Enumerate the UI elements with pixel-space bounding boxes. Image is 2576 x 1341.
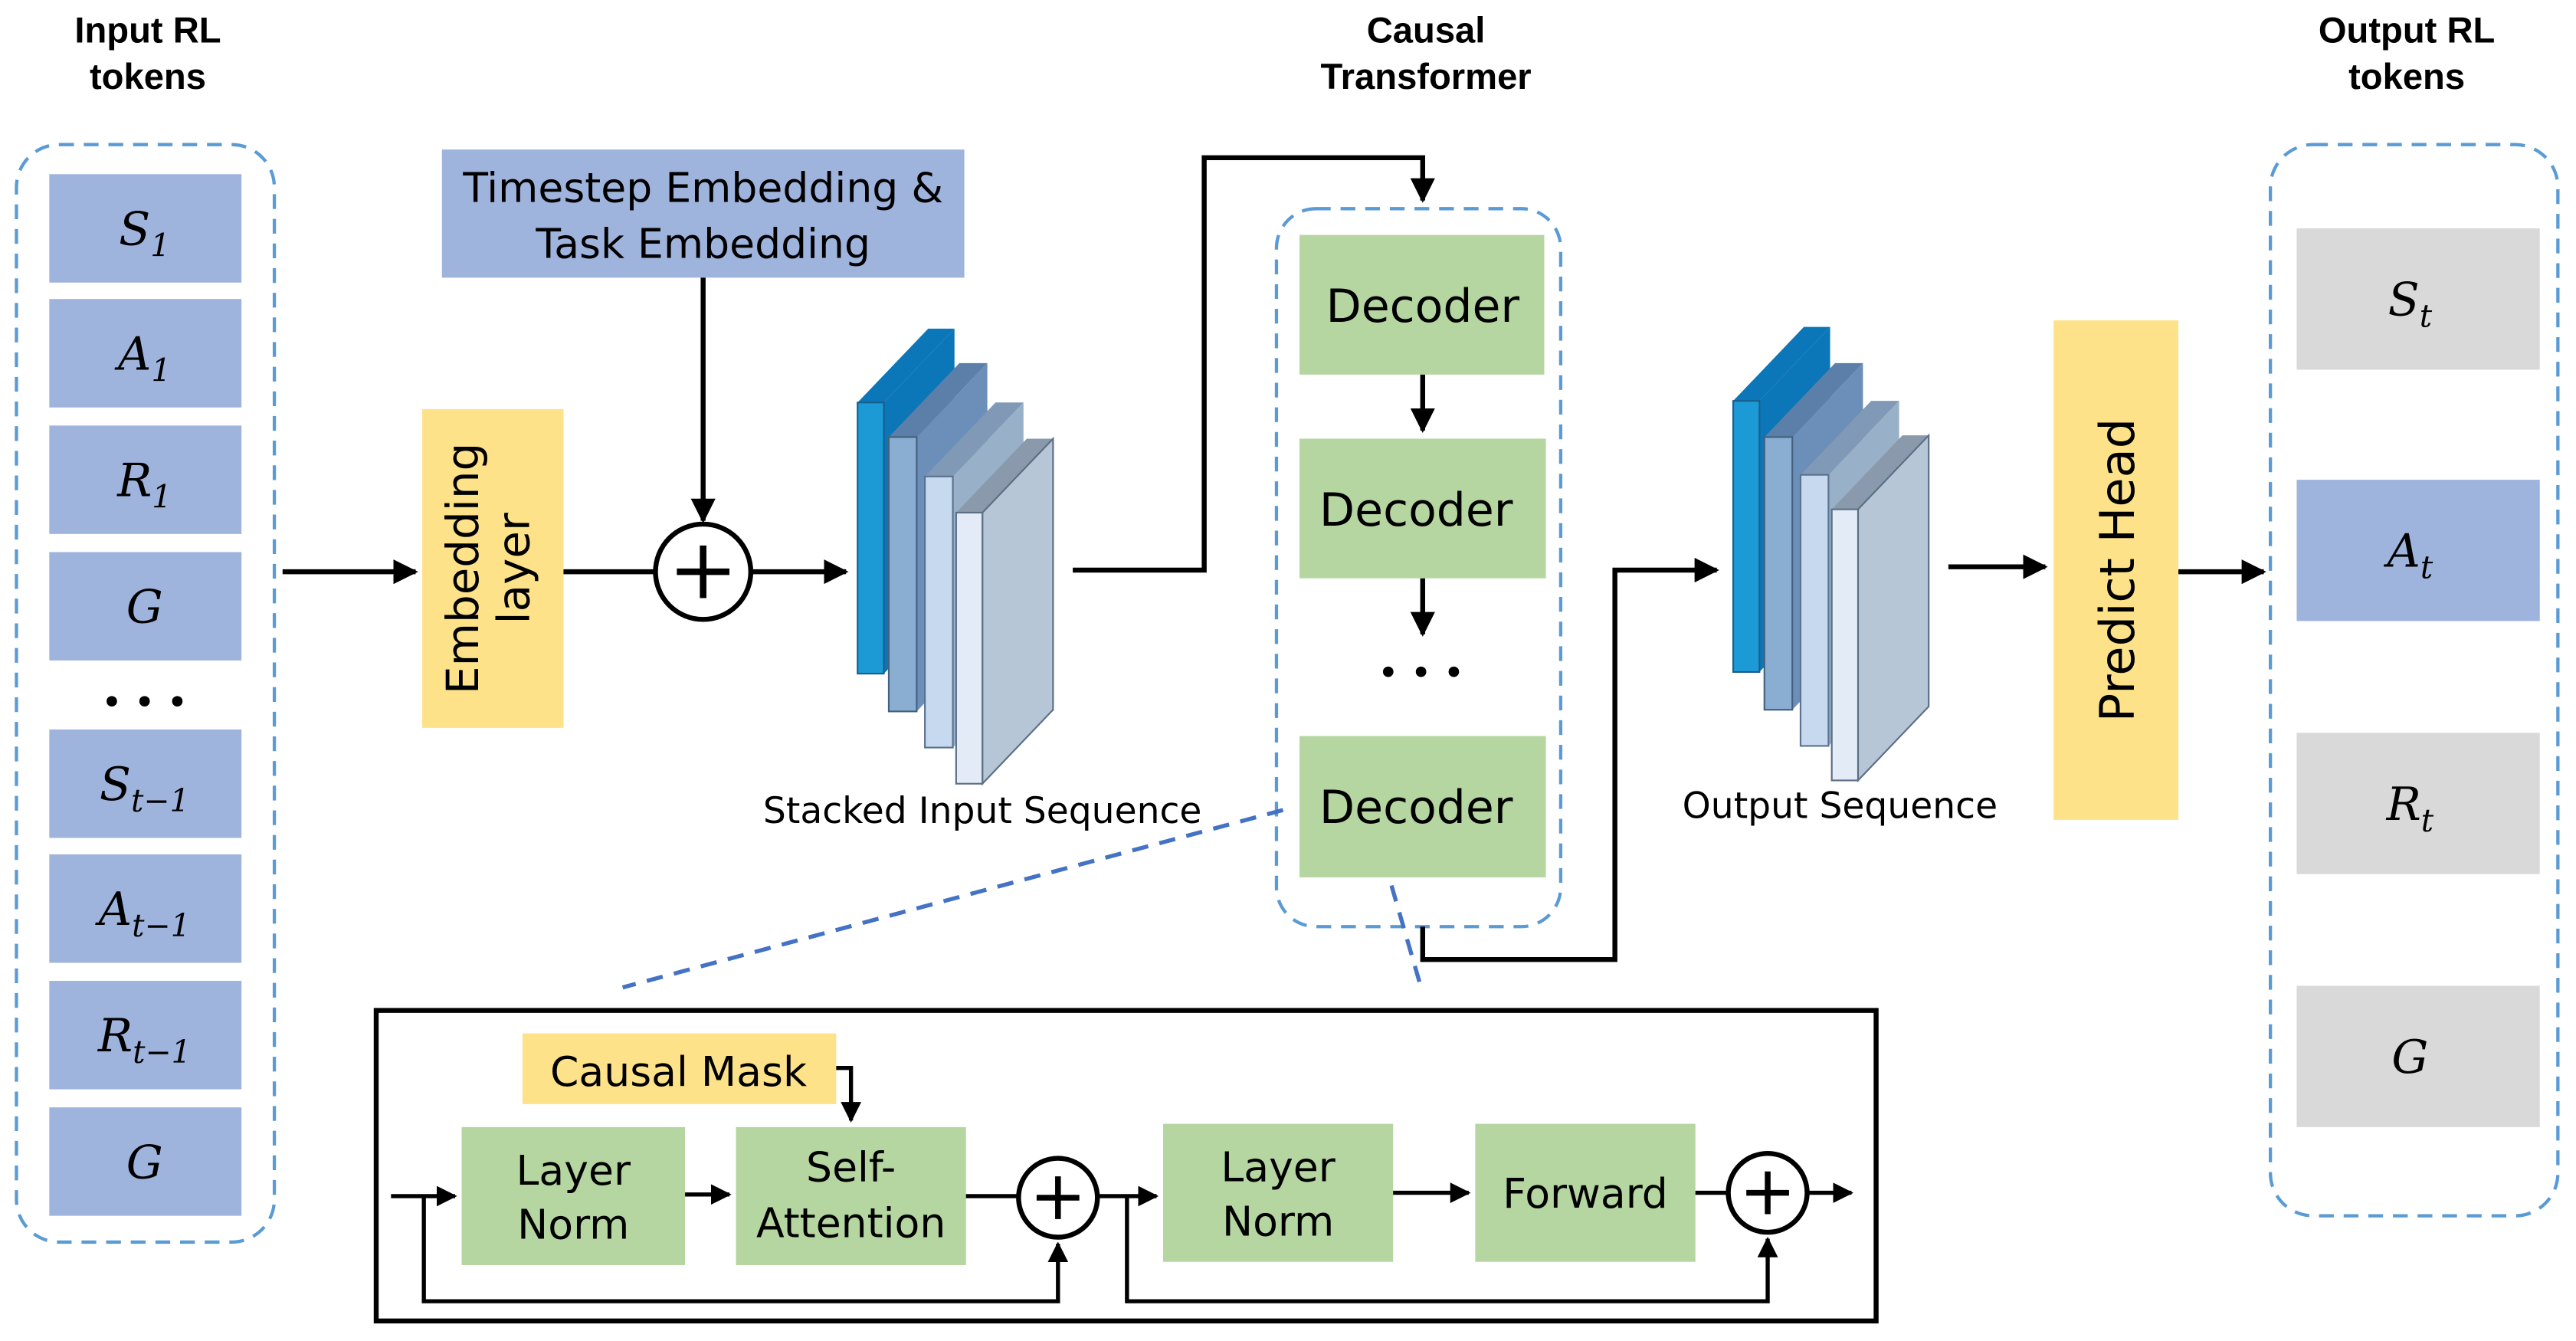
stacked-input-sequence-icon — [857, 328, 1054, 786]
detail-flow-arrows — [391, 1065, 1854, 1303]
svg-text:tokens: tokens — [2348, 56, 2465, 97]
input-token-4-label: G — [126, 581, 163, 634]
main-flow-arrows — [282, 155, 2266, 962]
timestep-task-embedding-block — [441, 149, 965, 278]
layer-norm-2-label-line2: Norm — [1222, 1197, 1334, 1245]
causal-mask-label: Causal Mask — [550, 1048, 807, 1096]
input-token-4-box — [49, 552, 242, 661]
layer-norm-block-1 — [461, 1126, 686, 1265]
decoder-block-3 — [1299, 736, 1546, 877]
output-sequence-icon — [1732, 326, 1930, 783]
svg-text:Output RL: Output RL — [2319, 10, 2495, 51]
output-token-4-label: G — [2391, 1031, 2428, 1084]
residual-add-node-2 — [1726, 1150, 1810, 1235]
svg-text:Embedding: Embedding — [437, 443, 489, 694]
causal-transformer-title: Causal Transformer — [1320, 10, 1531, 97]
svg-text:Causal: Causal — [1367, 10, 1486, 51]
input-token-3-box — [49, 425, 242, 534]
zoom-indicator-lines — [621, 808, 1424, 990]
decoder-block-2 — [1299, 438, 1546, 579]
forward-block — [1475, 1123, 1696, 1262]
input-tokens-container — [15, 143, 277, 1244]
input-token-8-box — [49, 981, 242, 1090]
embedding-layer-label: Embedding layer — [437, 443, 539, 694]
input-token-ellipsis: • • • — [101, 682, 188, 724]
layer-norm-1-label-line1: Layer — [516, 1146, 631, 1195]
svg-text:tokens: tokens — [90, 56, 206, 97]
self-attention-label-line2: Attention — [756, 1199, 946, 1248]
input-token-7-box — [49, 854, 242, 963]
output-token-1-box — [2296, 228, 2540, 370]
causal-mask-block — [522, 1033, 837, 1104]
self-attention-block — [736, 1126, 966, 1265]
embedding-layer-block — [422, 408, 564, 728]
layer-norm-block-2 — [1163, 1123, 1394, 1262]
svg-text:Transformer: Transformer — [1320, 56, 1531, 97]
forward-label: Forward — [1503, 1169, 1668, 1218]
decoder-block-1 — [1299, 234, 1545, 375]
layer-norm-2-label-line1: Layer — [1221, 1143, 1336, 1192]
svg-text:Input RL: Input RL — [74, 10, 221, 51]
predict-head-label: Predict Head — [2089, 418, 2145, 722]
predict-head-block — [2053, 320, 2179, 820]
decoder-ellipsis: • • • — [1378, 652, 1464, 694]
svg-text:layer: layer — [487, 513, 539, 624]
stacked-input-sequence-label: Stacked Input Sequence — [763, 790, 1202, 832]
add-node — [653, 521, 754, 622]
residual-add-node-1 — [1016, 1156, 1100, 1240]
output-sequence-label: Output Sequence — [1683, 785, 1998, 828]
output-tokens-container — [2269, 143, 2560, 1218]
input-token-1-box — [49, 174, 242, 283]
output-token-4-box — [2296, 985, 2540, 1127]
output-token-3-box — [2296, 733, 2540, 874]
self-attention-label-line1: Self- — [806, 1143, 896, 1192]
input-token-6-box — [49, 729, 242, 838]
input-token-9-box — [49, 1107, 242, 1216]
task-embedding-label: Task Embedding — [535, 220, 870, 268]
decoder-label-3: Decoder — [1319, 781, 1513, 834]
causal-transformer-container — [1274, 207, 1563, 929]
timestep-embedding-label: Timestep Embedding & — [462, 164, 943, 212]
input-token-9-label: G — [126, 1136, 163, 1189]
input-tokens-title: Input RL tokens — [74, 10, 221, 97]
output-tokens-title: Output RL tokens — [2319, 10, 2495, 97]
input-token-2-box — [49, 299, 242, 408]
layer-norm-1-label-line2: Norm — [517, 1201, 629, 1249]
output-token-2-box — [2296, 480, 2540, 621]
decoder-label-1: Decoder — [1326, 280, 1520, 333]
decoder-label-2: Decoder — [1319, 484, 1513, 537]
